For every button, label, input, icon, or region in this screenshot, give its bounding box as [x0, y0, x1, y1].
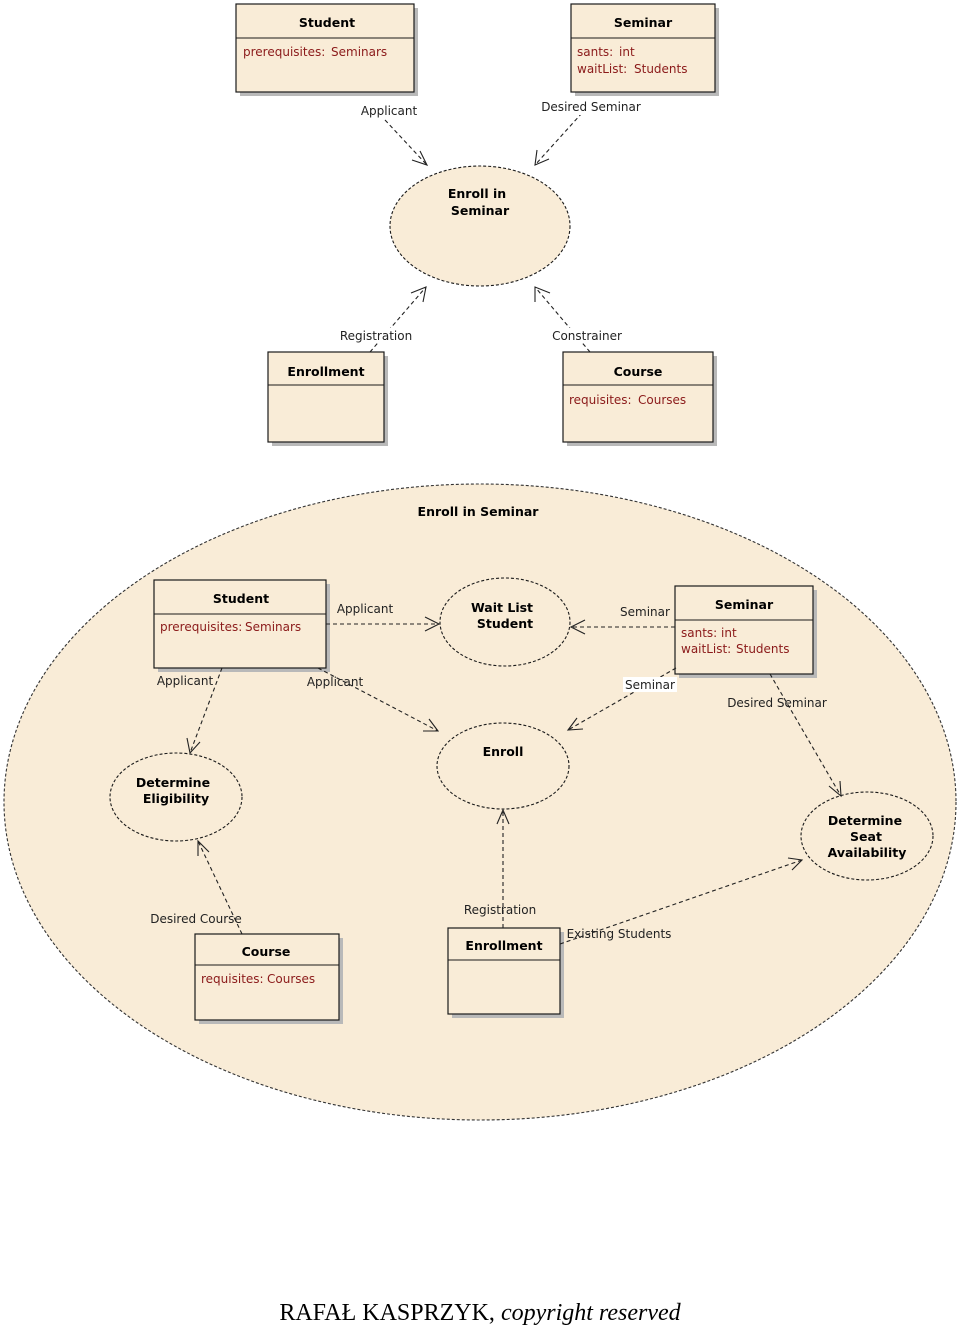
attr-name: waitList:: [681, 642, 731, 656]
dependency-course-eligibility: Desired Course: [150, 839, 243, 935]
determine-seat-availability-usecase[interactable]: Determine Seat Availability: [800, 791, 934, 881]
dependency-label: Applicant: [157, 674, 214, 688]
usecase-line: Determine: [136, 775, 210, 790]
attr-type: Seminars: [331, 45, 387, 59]
attr-type: int: [619, 45, 635, 59]
dependency-label: Existing Students: [567, 927, 672, 941]
wait-list-student-usecase[interactable]: Wait List Student: [439, 577, 571, 667]
usecase-line: Enroll in: [448, 186, 506, 201]
top-enroll-usecase[interactable]: Enroll in Seminar: [389, 165, 571, 287]
attr-name: sants:: [577, 45, 613, 59]
dependency-label: Constrainer: [552, 329, 622, 343]
bottom-seminar-class[interactable]: Seminar sants: int waitList: Students: [674, 585, 817, 678]
dependency-label: Desired Course: [150, 912, 242, 926]
attr-type: Courses: [638, 393, 686, 407]
attr-type: int: [721, 626, 737, 640]
top-dependency-constrainer: Constrainer: [534, 286, 623, 353]
dependency-label: Desired Seminar: [727, 696, 827, 710]
class-title: Student: [299, 15, 355, 30]
usecase-line: Eligibility: [143, 791, 209, 806]
usecase-line: Enroll: [483, 744, 524, 759]
dependency-seminar-waitlist: Seminar: [569, 605, 675, 635]
top-diagram: Student prerequisites: Seminars Seminar …: [235, 3, 719, 446]
class-title: Enrollment: [287, 364, 364, 379]
top-dependency-desired-seminar: Desired Seminar: [534, 100, 644, 166]
class-title: Student: [213, 591, 269, 606]
dependency-enrollment-enroll: Registration: [464, 808, 536, 928]
bottom-student-class[interactable]: Student prerequisites: Seminars: [153, 579, 330, 672]
attr-name: prerequisites:: [243, 45, 325, 59]
attr-type: Students: [736, 642, 790, 656]
attr-name: prerequisites:: [160, 620, 242, 634]
top-course-class[interactable]: Course requisites: Courses: [562, 351, 717, 446]
usecase-line: Student: [477, 616, 533, 631]
dependency-label: Applicant: [337, 602, 394, 616]
determine-eligibility-usecase[interactable]: Determine Eligibility: [109, 752, 243, 842]
class-title: Seminar: [614, 15, 673, 30]
bottom-enrollment-class[interactable]: Enrollment: [447, 927, 564, 1018]
usecase-line: Seminar: [451, 203, 510, 218]
footer-author: RAFAŁ KASPRZYK,: [279, 1300, 495, 1326]
dependency-student-waitlist: Applicant: [326, 602, 441, 632]
attr-name: requisites:: [569, 393, 632, 407]
attr-type: Seminars: [245, 620, 301, 634]
top-student-class[interactable]: Student prerequisites: Seminars: [235, 3, 418, 96]
usecase-line: Wait List: [471, 600, 533, 615]
dependency-seminar-seat: Desired Seminar: [727, 673, 842, 798]
bottom-diagram: Enroll in Seminar Student prerequisites:…: [3, 483, 957, 1121]
class-title: Seminar: [715, 597, 774, 612]
boundary-title: Enroll in Seminar: [418, 504, 540, 519]
dependency-label: Seminar: [625, 678, 675, 692]
top-dependency-applicant: Applicant: [359, 103, 429, 166]
footer-note: copyright reserved: [500, 1300, 681, 1326]
top-enrollment-class[interactable]: Enrollment: [267, 351, 388, 446]
dependency-label: Desired Seminar: [541, 100, 641, 114]
copyright-footer: RAFAŁ KASPRZYK, copyright reserved: [0, 1300, 960, 1327]
bottom-course-class[interactable]: Course requisites: Courses: [194, 933, 343, 1024]
dependency-label: Registration: [340, 329, 412, 343]
attr-type: Students: [634, 62, 688, 76]
top-seminar-class[interactable]: Seminar sants: int waitList: Students: [570, 3, 719, 96]
dependency-label: Applicant: [307, 675, 364, 689]
class-title: Course: [242, 944, 291, 959]
attr-name: sants:: [681, 626, 717, 640]
class-title: Enrollment: [465, 938, 542, 953]
dependency-label: Seminar: [620, 605, 670, 619]
usecase-line: Seat: [850, 829, 882, 844]
attr-name: requisites:: [201, 972, 264, 986]
dependency-student-eligibility: Applicant: [157, 667, 223, 755]
dependency-label: Applicant: [361, 104, 418, 118]
dependency-student-enroll: Applicant: [307, 667, 440, 732]
dependency-label: Registration: [464, 903, 536, 917]
dependency-seminar-enroll: Seminar: [566, 667, 677, 731]
attr-name: waitList:: [577, 62, 627, 76]
attr-type: Courses: [267, 972, 315, 986]
usecase-line: Availability: [828, 845, 907, 860]
dependency-enrollment-seat: Existing Students: [559, 857, 804, 945]
top-dependency-registration: Registration: [338, 286, 427, 353]
enroll-usecase[interactable]: Enroll: [436, 722, 570, 810]
class-title: Course: [614, 364, 663, 379]
usecase-line: Determine: [828, 813, 902, 828]
